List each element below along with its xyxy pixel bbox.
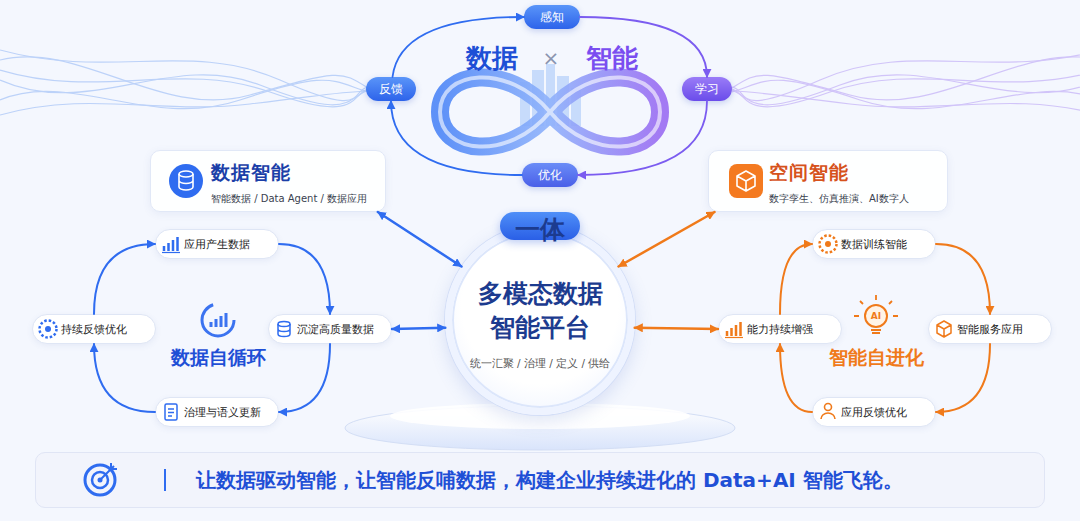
cycle-arrow — [94, 244, 155, 314]
cycle-arrow — [936, 244, 990, 314]
target-icon — [92, 472, 108, 488]
bulb-icon — [871, 330, 881, 333]
database-icon — [179, 171, 193, 177]
node-title: 应用产生数据 — [184, 237, 250, 252]
gear-icon — [45, 326, 51, 332]
node-title: 反馈 — [379, 81, 403, 98]
link-arrow — [635, 328, 718, 329]
capability-box: 数据智能智能数据 / Data Agent / 数据应用 — [150, 150, 386, 212]
node-title: 智能服务应用 — [957, 322, 1023, 337]
gear-icon — [40, 321, 57, 338]
cycle-step: 数据训练智能 — [812, 229, 936, 259]
cycle-arrow — [578, 101, 707, 175]
wave-line — [0, 70, 368, 107]
times-sign: × — [543, 46, 560, 70]
target-icon — [98, 478, 103, 483]
stage-pill: 感知 — [524, 5, 580, 29]
cycle-arrow — [780, 344, 812, 412]
node-title: 治理与语义更新 — [184, 405, 261, 420]
node-subtitle: 数字孪生、仿真推演、AI数字人 — [769, 192, 947, 206]
target-arrow — [100, 463, 117, 480]
node-title: 多模态数据 智能平台 — [470, 277, 610, 345]
cycle-step: 持续反馈优化 — [32, 314, 156, 344]
cycle-arrow — [936, 344, 990, 412]
stage-pill: 反馈 — [366, 77, 416, 101]
database-icon — [278, 322, 290, 327]
stage-pill: 优化 — [522, 163, 578, 187]
cube-icon — [737, 171, 755, 191]
cube-icon — [937, 321, 951, 337]
bar-chart-icon — [727, 322, 741, 336]
cycle-step: 智能服务应用 — [928, 314, 1052, 344]
cycle-arrow — [393, 17, 525, 77]
cycle-step: 治理与语义更新 — [155, 397, 279, 427]
node-title: 学习 — [695, 81, 719, 98]
document-icon — [165, 404, 177, 420]
database-icon — [169, 164, 203, 198]
node-title: 数据智能 — [211, 160, 385, 186]
link-arrow — [392, 328, 445, 329]
gear-icon — [820, 236, 837, 253]
cycle-arrow — [391, 101, 522, 175]
cycle-icon — [202, 304, 234, 336]
divider-bar — [164, 469, 166, 491]
cube-icon — [729, 164, 763, 198]
wave-line — [732, 50, 1080, 101]
person-icon — [821, 413, 835, 419]
loop-title-word: 数据 — [466, 41, 518, 76]
bar-chart-icon — [164, 237, 178, 251]
node-title: 空间智能 — [769, 160, 947, 186]
slogan-banner: 让数据驱动智能，让智能反哺数据，构建企业持续进化的 Data+AI 智能飞轮。 — [35, 452, 1045, 508]
cycle-arrow — [780, 244, 812, 314]
node-title: 让数据驱动智能，让智能反哺数据，构建企业持续进化的 Data+AI 智能飞轮。 — [196, 467, 903, 494]
cycle-arrow — [580, 17, 707, 77]
node-subtitle: 统一汇聚 / 治理 / 定义 / 供给 — [470, 357, 611, 371]
node-title: 沉淀高质量数据 — [297, 322, 374, 337]
platform-circle: 多模态数据 智能平台统一汇聚 / 治理 / 定义 / 供给一体 — [445, 225, 635, 415]
wave-line — [0, 50, 368, 101]
node-subtitle: 智能数据 / Data Agent / 数据应用 — [211, 192, 385, 206]
bulb-icon — [865, 305, 887, 327]
cycle-arrow — [279, 244, 330, 314]
cycle-step: 沉淀高质量数据 — [268, 314, 392, 344]
infinity-highlight — [440, 77, 660, 146]
cycle-icon — [211, 313, 226, 327]
document-icon — [168, 409, 174, 416]
node-title: 数据训练智能 — [841, 237, 907, 252]
database-icon — [278, 324, 290, 337]
node-title: 优化 — [538, 167, 562, 184]
stage-pill: 学习 — [682, 77, 732, 101]
node-title: 持续反馈优化 — [61, 322, 127, 337]
link-arrow — [619, 212, 715, 267]
bar-chart-icon — [725, 337, 743, 338]
database-icon — [179, 174, 193, 190]
infinity-loop — [440, 77, 660, 146]
cycle-arrow — [279, 344, 330, 412]
target-icon — [85, 465, 115, 495]
icon-text: AI — [871, 311, 881, 321]
cycle-step: 能力持续增强 — [718, 314, 842, 344]
cycle-step: 应用产生数据 — [155, 229, 279, 259]
cycle-step: 应用反馈优化 — [812, 397, 936, 427]
wave-line — [0, 91, 368, 115]
bar-chart-icon — [162, 252, 180, 253]
platform-tab: 一体 — [500, 212, 580, 240]
node-title: 一体 — [500, 213, 580, 247]
capability-box: 空间智能数字孪生、仿真推演、AI数字人 — [708, 150, 948, 212]
cycle-arrow — [94, 344, 155, 412]
cycle-title: 数据自循环 — [171, 345, 266, 371]
loop-title-word: 智能 — [586, 41, 638, 76]
wave-line — [732, 70, 1080, 107]
node-title: 感知 — [540, 9, 564, 26]
cycle-title: 智能自进化 — [829, 345, 924, 371]
gear-icon — [825, 241, 831, 247]
node-title: 能力持续增强 — [747, 322, 813, 337]
person-icon — [825, 404, 832, 411]
node-title: 应用反馈优化 — [841, 405, 907, 420]
link-arrow — [378, 212, 462, 267]
